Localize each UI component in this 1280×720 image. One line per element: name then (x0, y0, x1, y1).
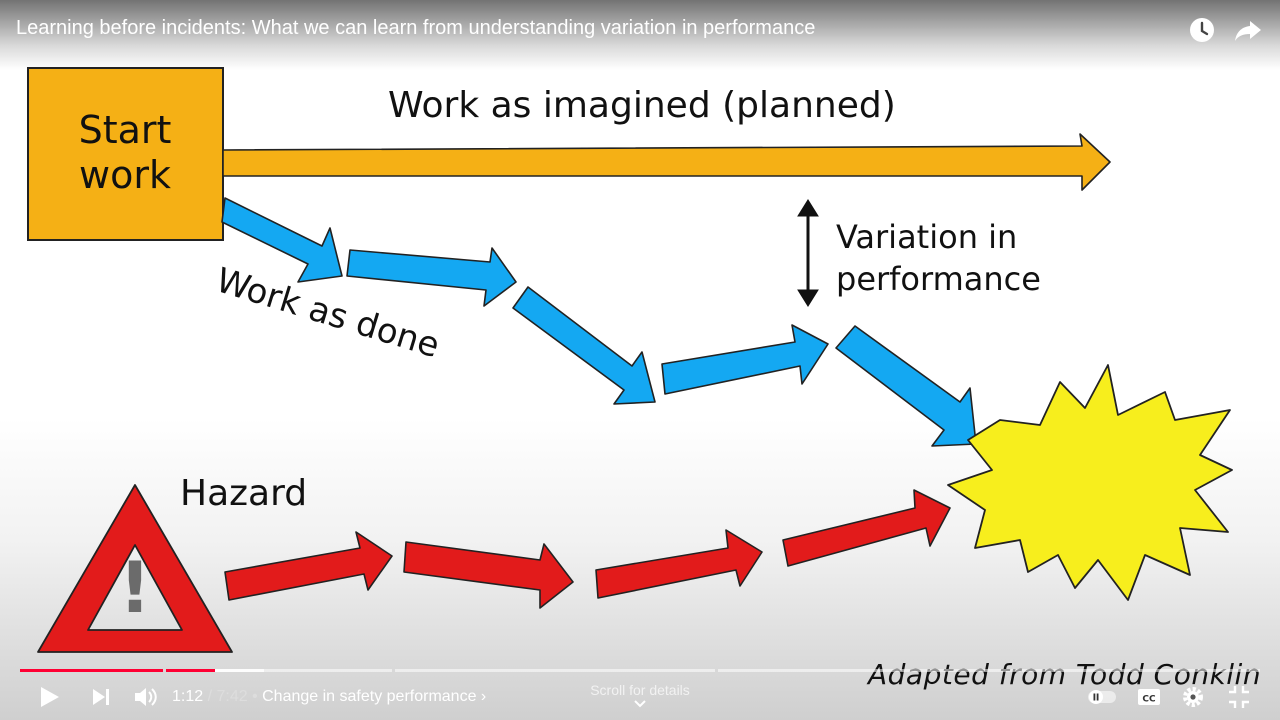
progress-bar[interactable] (20, 669, 1260, 674)
chapter-title-button[interactable]: Change in safety performance › (262, 688, 487, 705)
hazard-label: Hazard (180, 473, 307, 514)
chapter-2-buffer (166, 669, 264, 672)
blue-arrow-2 (346, 247, 517, 307)
work-as-imagined-label: Work as imagined (planned) (388, 85, 896, 126)
hazard-triangle (37, 484, 233, 653)
time-current: 1:12 (172, 688, 204, 705)
blue-arrow-1 (221, 197, 343, 283)
play-icon[interactable] (34, 680, 64, 714)
chapter-1-played (20, 669, 163, 672)
chapter-segment-4[interactable] (718, 669, 1260, 672)
top-overlay (0, 0, 1280, 70)
credit-text: Adapted from Todd Conklin (868, 658, 1262, 691)
chevron-down-icon (634, 700, 646, 708)
start-work-line2: work (79, 153, 171, 197)
blue-arrow-5 (835, 325, 977, 447)
red-arrow-1 (224, 531, 393, 601)
scroll-hint-label: Scroll for details (590, 682, 690, 698)
autoplay-toggle[interactable] (1084, 680, 1120, 714)
blue-arrow-4 (661, 324, 829, 395)
chapter-segment-2[interactable] (166, 669, 392, 672)
hazard-exclamation: ! (119, 547, 151, 629)
volume-icon[interactable] (130, 680, 160, 714)
variation-label-line2: performance (836, 260, 1041, 298)
blue-arrow-3 (512, 286, 656, 405)
chapter-segment-1[interactable] (20, 669, 163, 672)
video-title[interactable]: Learning before incidents: What we can l… (16, 17, 816, 39)
red-arrow-2 (403, 541, 574, 609)
start-work-box (27, 67, 224, 241)
fullscreen-exit-icon[interactable] (1224, 680, 1254, 714)
variation-double-arrow (797, 199, 819, 307)
settings-icon[interactable] (1178, 680, 1208, 714)
svg-text:CC: CC (1142, 695, 1156, 705)
work-as-done-arrows (221, 197, 977, 447)
chapter-separator: • (247, 688, 263, 705)
watch-later-icon[interactable] (1186, 14, 1218, 46)
work-as-imagined-arrow (222, 133, 1111, 191)
chapter-2-played (166, 669, 215, 672)
chapter-segment-3[interactable] (395, 669, 715, 672)
incident-burst (947, 364, 1233, 601)
variation-label-line1: Variation in (836, 218, 1017, 256)
time-separator: / (203, 688, 217, 705)
scroll-for-details[interactable]: Scroll for details (560, 682, 720, 710)
time-total: 7:42 (216, 688, 248, 705)
next-icon[interactable] (86, 680, 116, 714)
hazard-arrows (224, 489, 951, 609)
time-display: 1:12 / 7:42 • Change in safety performan… (172, 688, 486, 706)
red-arrow-3 (595, 529, 763, 599)
captions-icon[interactable]: CC (1134, 680, 1164, 714)
red-arrow-4 (782, 489, 951, 567)
start-work-line1: Start (79, 108, 172, 152)
share-icon[interactable] (1232, 14, 1264, 46)
